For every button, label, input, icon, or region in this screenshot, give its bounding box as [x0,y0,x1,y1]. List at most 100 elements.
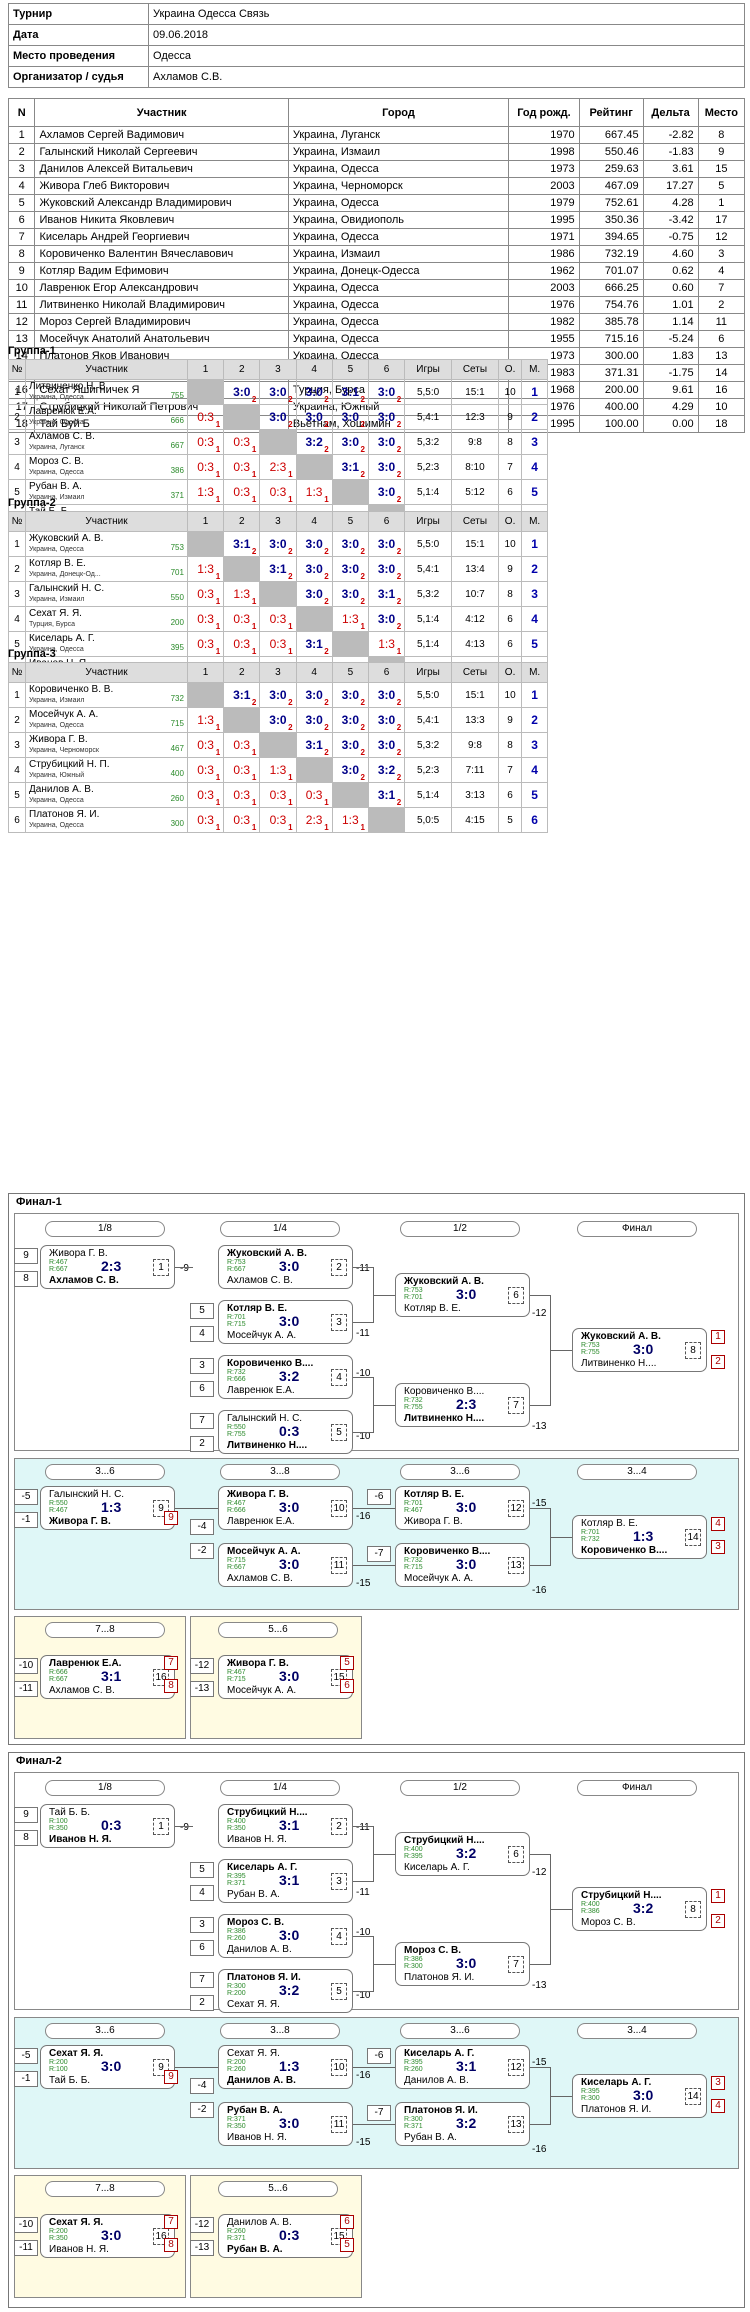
bracket-line [353,2124,395,2125]
player-2: Данилов А. В. [227,2075,296,2086]
player-1: Киселарь А. Г. [227,1862,298,1873]
score: 3:0 [305,537,323,551]
table-cell: 400.00 [578,398,644,416]
place-cell: 4 [521,606,548,632]
player-1: Сехат Я. Я. [227,2048,280,2059]
player-1: Котляр В. Е. [404,1489,465,1500]
self-cell [331,782,369,808]
table-cell: 1998 [508,143,580,161]
player-1: Мороз С. В. [404,1945,462,1956]
match-number: 4 [331,1928,347,1945]
score: 0:3 [233,435,251,449]
row-number: 1 [7,531,27,557]
column-header: 6 [367,662,406,683]
points-cell: 7 [497,454,523,480]
sets-cell: 15:1 [451,379,499,405]
rating-2: R:371 [404,2123,423,2130]
table-cell: 1.01 [642,296,699,314]
round-header: 3...6 [45,1464,165,1480]
table-cell: 666.25 [578,279,644,297]
table-cell: 1 [697,194,746,212]
score: 3:0 [341,688,360,702]
score: 3:1 [269,562,287,576]
table-cell: 1.14 [642,313,699,331]
points: 2 [324,395,329,404]
points: 1 [251,647,257,656]
match-score: 0:3 [279,1423,300,1439]
rating-1: R:701 [227,1314,246,1321]
table-cell: Галынский Николай Сергеевич [34,143,289,161]
self-cell [223,707,261,733]
table-cell: 350.36 [578,211,644,229]
player-1: Платонов Я. И. [227,1972,301,1983]
rating-1: R:200 [49,2059,68,2066]
player-2: Живора Г. В. [49,1516,111,1527]
seed-box: 4 [190,1885,214,1901]
bracket-line [530,1405,550,1406]
points: 1 [215,420,221,429]
round-header: 3...8 [220,2023,340,2039]
player-1: Платонов Я. И. [404,2105,478,2116]
bracket-line [373,1295,395,1296]
score: 0:3 [269,813,287,827]
games-cell: 5,4:1 [404,707,453,733]
table-cell: Данилов Алексей Витальевич [34,160,289,178]
seed-box: -12 [190,2217,214,2233]
table-cell: 9 [697,143,746,161]
table-cell: 1955 [508,330,580,348]
player-2: Лавренюк Е.А. [227,1385,295,1396]
table-cell: Лавренюк Егор Александрович [34,279,289,297]
points: 2 [360,773,365,782]
rating-2: R:350 [227,1825,246,1832]
match-number: 6 [508,1287,524,1304]
player-2: Рубан В. А. [227,2244,283,2255]
score: 3:0 [305,688,323,702]
bracket-line [353,2067,395,2068]
player-1: Жуковский А. В. [404,1276,484,1287]
score: 3:1 [305,738,323,752]
match-score: 3:1 [101,1668,122,1684]
table-cell: 1986 [508,245,580,263]
rating-2: R:260 [404,2066,423,2073]
score: 3:0 [269,385,287,399]
row-number: 5 [7,479,27,505]
player-1: Коровиченко В.... [227,1358,314,1369]
score: 0:3 [305,788,323,802]
score: 0:3 [233,637,251,651]
match-number: 14 [685,2088,701,2105]
self-cell [259,581,297,607]
player-2: Мосейчук А. А. [404,1573,474,1584]
column-header: 3 [259,662,297,683]
match-score: 3:0 [456,1556,477,1572]
score: 3:0 [305,410,323,424]
place-cell: 4 [521,757,548,783]
table-cell: 17 [697,211,746,229]
column-header: Сеты [451,662,499,683]
points: 2 [396,445,402,454]
participant-name: Мороз С. В. [29,456,84,467]
rating-1: R:550 [227,1424,246,1431]
